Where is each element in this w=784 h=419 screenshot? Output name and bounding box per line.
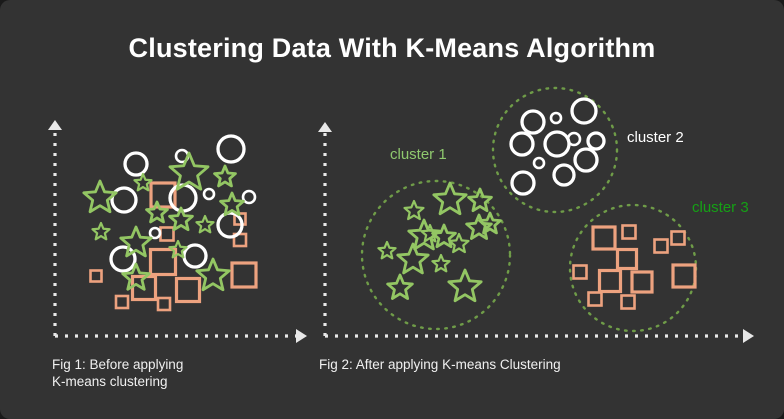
star-shape xyxy=(82,179,118,214)
star-shape xyxy=(119,225,153,258)
caption-line: K-means clustering xyxy=(52,374,168,389)
star-shape xyxy=(465,213,493,240)
square-shape xyxy=(653,238,669,254)
cluster-ring xyxy=(360,179,512,331)
circle-shape xyxy=(566,131,582,147)
star-shape xyxy=(467,187,493,213)
star-shape xyxy=(168,206,194,232)
square-shape xyxy=(587,291,603,307)
square-shape xyxy=(174,276,202,304)
caption-line: Fig 2: After applying K-means Clustering xyxy=(319,357,561,372)
circle-shape xyxy=(543,130,571,158)
square-shape xyxy=(159,226,175,242)
circle-shape xyxy=(552,163,576,187)
circle-shape xyxy=(586,131,606,151)
circle-shape xyxy=(510,170,536,196)
star-shape xyxy=(420,223,440,243)
square-shape xyxy=(149,181,177,209)
circle-shape xyxy=(202,187,216,201)
square-shape xyxy=(572,264,588,280)
fig2-cluster-rings xyxy=(360,86,698,333)
fig1-axes xyxy=(48,120,307,343)
circle-shape xyxy=(110,186,138,214)
star-shape xyxy=(478,211,502,235)
star-shape xyxy=(403,199,425,221)
circle-shape xyxy=(148,226,162,240)
star-shape xyxy=(432,181,468,216)
circle-shape xyxy=(216,134,246,164)
fig1-shapes xyxy=(82,134,258,312)
square-shape xyxy=(621,224,637,240)
star-shape xyxy=(91,221,111,241)
fig2-caption: Fig 2: After applying K-means Clustering xyxy=(319,356,561,373)
fig2-axes xyxy=(318,122,754,343)
square-shape xyxy=(630,270,654,294)
cluster-2-label: cluster 2 xyxy=(627,129,684,146)
star-shape xyxy=(145,200,169,224)
star-shape xyxy=(447,268,483,303)
square-shape xyxy=(148,247,178,277)
star-shape xyxy=(121,262,151,291)
cluster-ring xyxy=(491,86,619,214)
square-shape xyxy=(670,230,686,246)
square-shape xyxy=(615,247,639,271)
star-shape xyxy=(377,240,397,260)
circle-shape xyxy=(109,245,137,273)
square-shape xyxy=(156,296,172,312)
square-shape xyxy=(230,261,258,289)
star-shape xyxy=(168,239,188,259)
star-shape xyxy=(195,257,231,292)
circle-shape xyxy=(520,109,546,135)
circle-shape xyxy=(509,131,535,157)
star-shape xyxy=(431,253,451,273)
circle-shape xyxy=(182,243,208,269)
square-shape xyxy=(591,225,617,251)
star-shape xyxy=(448,232,470,254)
circle-shape xyxy=(573,147,599,173)
star-shape xyxy=(219,191,245,217)
circle-shape xyxy=(123,151,149,177)
caption-line: Fig 1: Before applying xyxy=(52,357,184,372)
star-shape xyxy=(195,214,215,234)
star-shape xyxy=(133,172,153,192)
star-shape xyxy=(386,273,414,300)
square-shape xyxy=(620,294,636,310)
star-shape xyxy=(213,164,237,188)
page-title: Clustering Data With K-Means Algorithm xyxy=(128,33,656,63)
circle-shape xyxy=(532,156,546,170)
square-shape xyxy=(89,269,103,283)
circle-shape xyxy=(549,111,563,125)
circle-shape xyxy=(241,189,257,205)
fig2-shapes xyxy=(377,97,697,310)
cluster-3-label: cluster 3 xyxy=(692,199,749,216)
cluster-1-label: cluster 1 xyxy=(390,146,447,163)
star-shape xyxy=(396,242,430,275)
circle-shape xyxy=(570,97,598,125)
square-shape xyxy=(671,263,697,289)
star-shape xyxy=(168,151,210,191)
square-shape xyxy=(114,294,130,310)
square-shape xyxy=(597,268,623,294)
star-shape xyxy=(431,223,457,249)
